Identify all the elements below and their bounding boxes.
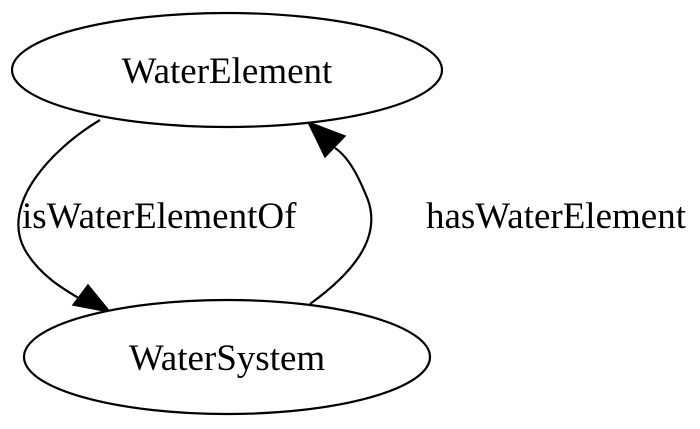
node-water-element-ellipse [10, 11, 444, 129]
edge-is-water-element-of-label: isWaterElementOf [22, 196, 297, 237]
node-water-element: WaterElement [10, 11, 444, 129]
edge-has-water-element-line [309, 147, 373, 305]
edge-is-water-element-of-line [17, 119, 101, 301]
node-water-system-label: WaterSystem [129, 338, 326, 379]
node-water-system: WaterSystem [22, 298, 432, 416]
edge-has-water-element-label: hasWaterElement [426, 196, 687, 237]
edge-has-water-element-arrowhead [306, 120, 347, 159]
edge-is-water-element-of-arrowhead [71, 283, 112, 314]
edge-is-water-element-of [17, 119, 112, 314]
node-water-system-ellipse [22, 298, 432, 416]
edge-has-water-element [306, 120, 373, 305]
node-water-element-label: WaterElement [122, 51, 333, 92]
